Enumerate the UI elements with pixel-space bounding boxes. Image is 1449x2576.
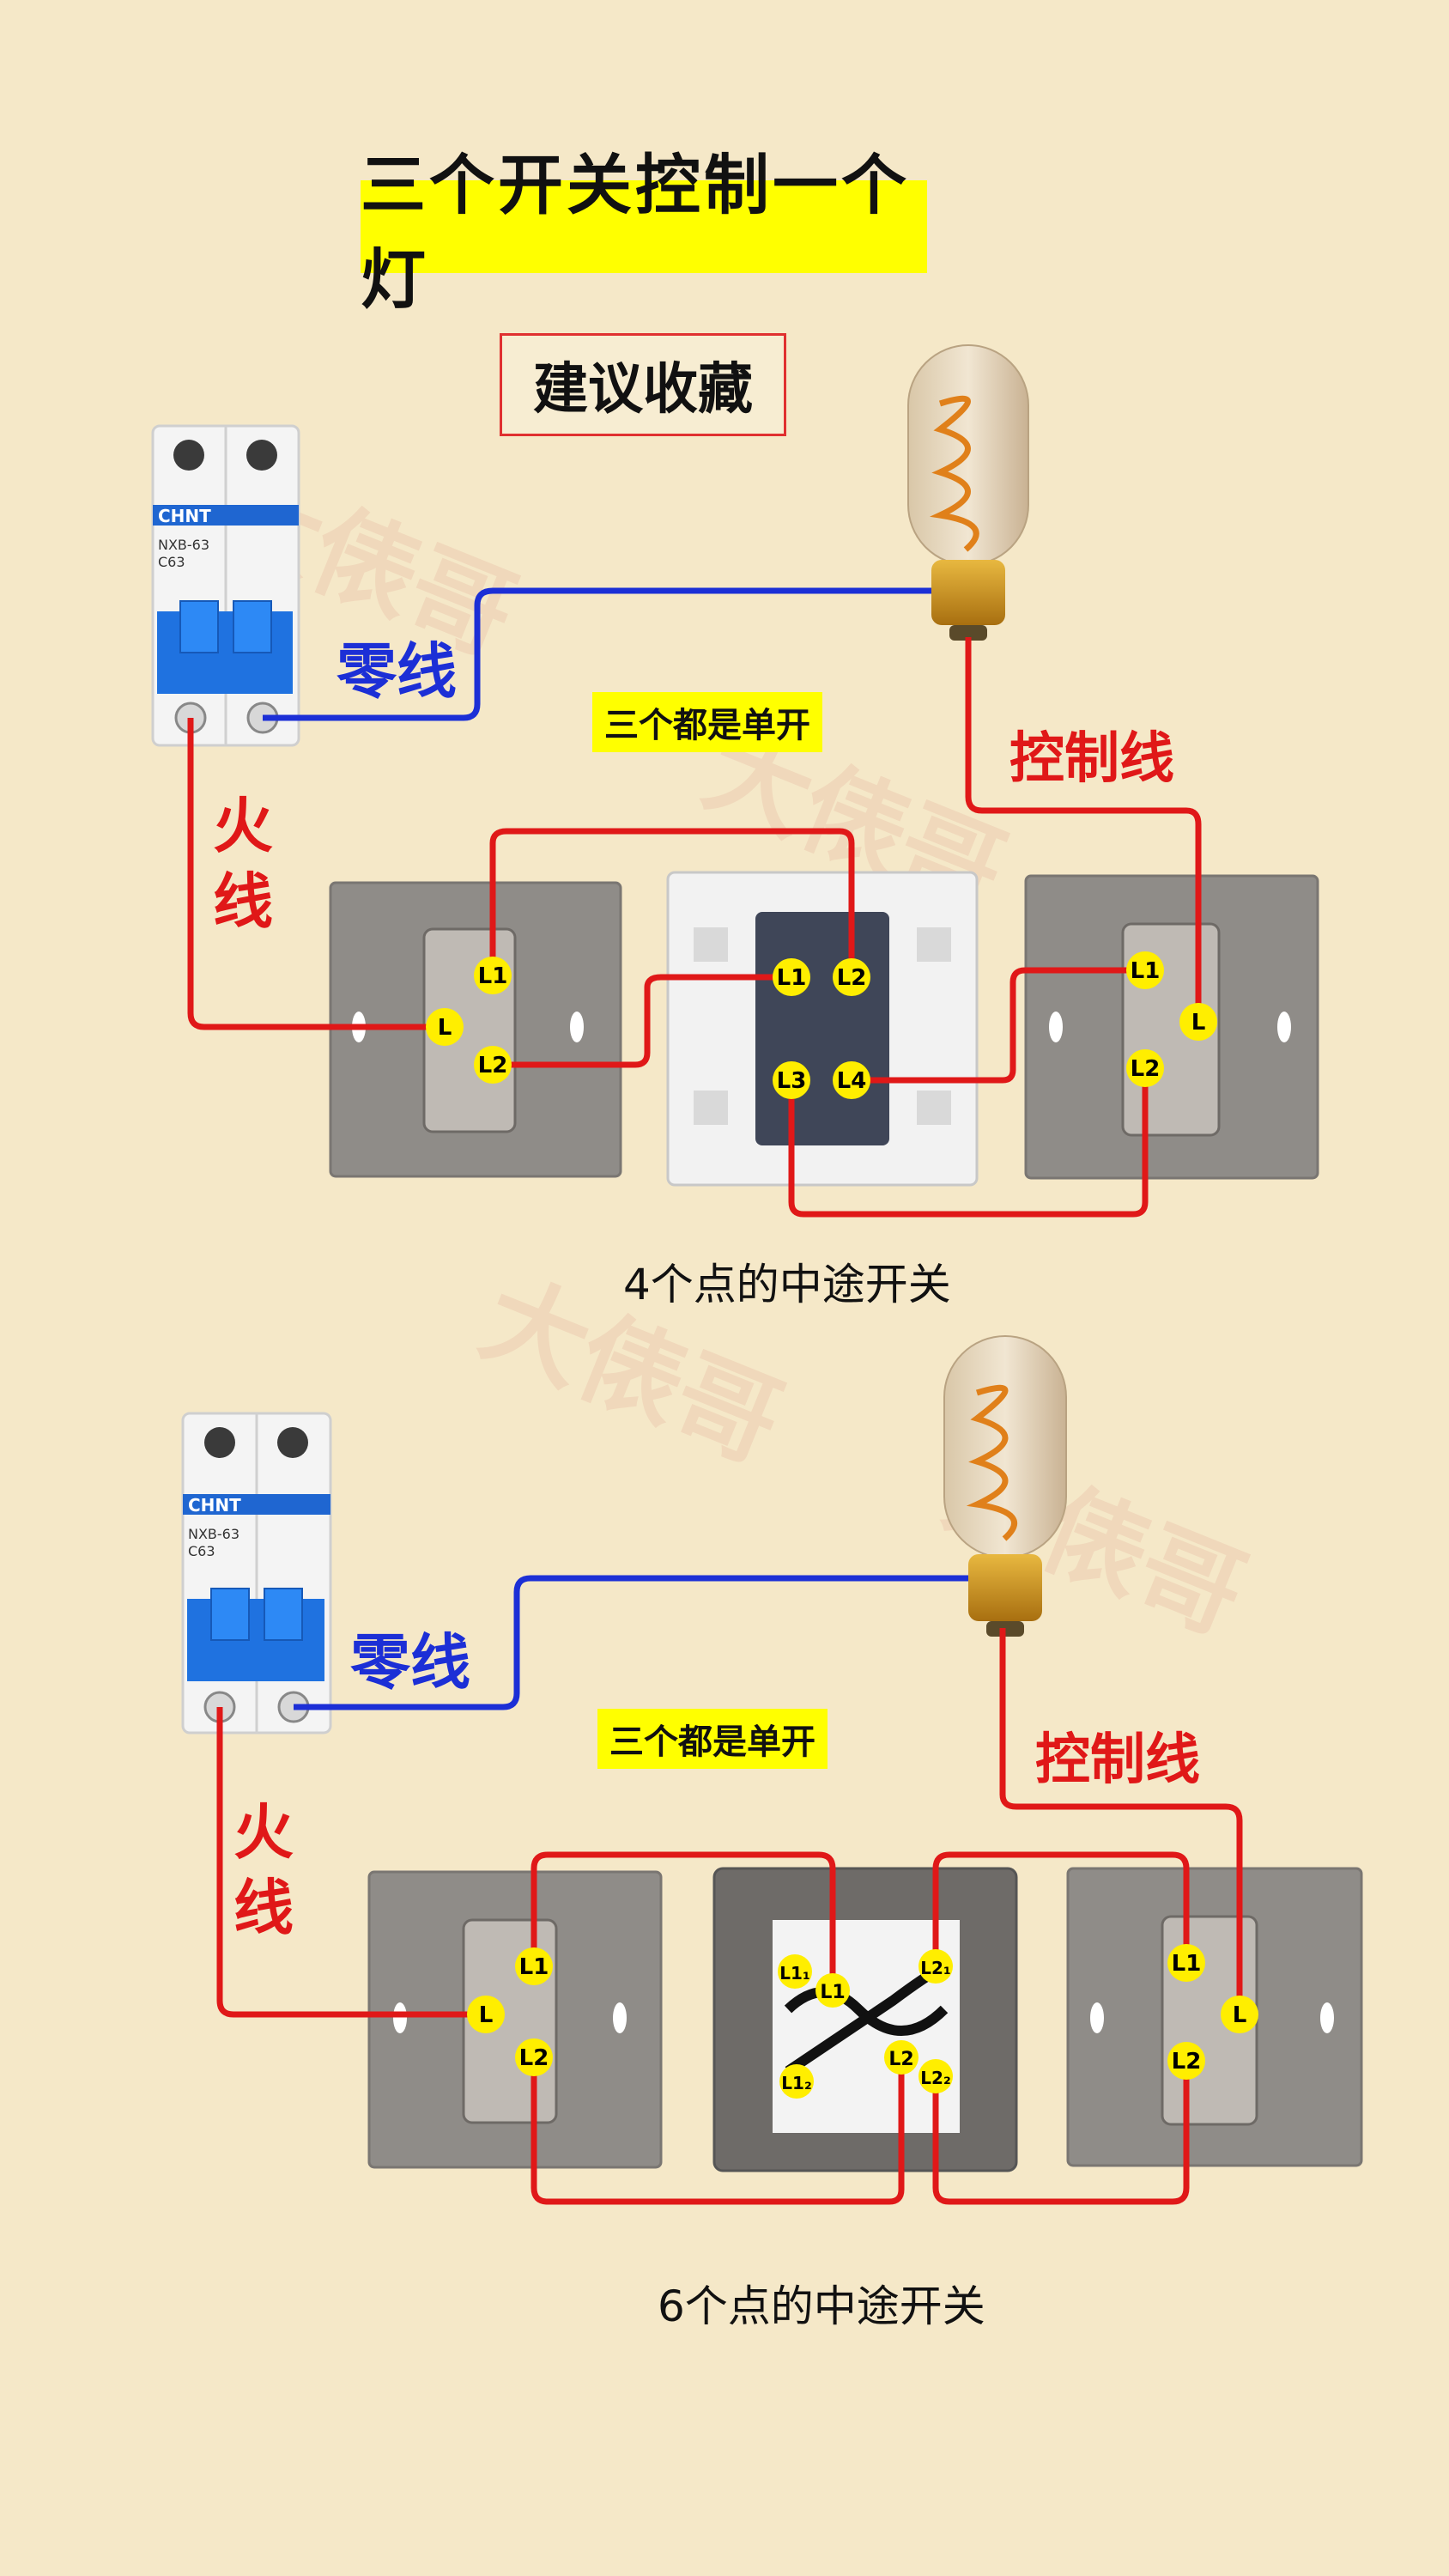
terminal-label: L2₂ [920,2068,950,2088]
terminal-label: L2 [478,1053,508,1078]
live-label: 火线 [213,791,273,937]
terminal-label: L3 [777,1068,807,1094]
intermediate-switch-4pt [666,871,979,1187]
circuit-breaker: CHNT NXB-63 C63 [151,424,300,747]
control-label: 控制线 [1009,727,1174,791]
neutral-label: 零线 [350,1627,470,1698]
terminal-label: L1 [820,1982,845,2003]
save-note: 建议收藏 [500,333,786,436]
terminal-label: L [479,2002,494,2028]
all-single-note: 三个都是单开 [597,1709,828,1769]
diagram-caption: 6个点的中途开关 [658,2281,985,2331]
terminal-label: L [1233,2002,1247,2028]
switch-3 [1066,1867,1363,2167]
terminal-label: L [1191,1010,1206,1036]
light-bulb [907,344,1029,641]
breaker-brand: CHNT [188,1495,241,1516]
breaker-model: NXB-63 [158,537,209,553]
breaker-rating: C63 [158,554,185,570]
light-bulb [943,1335,1067,1637]
control-label: 控制线 [1035,1728,1200,1792]
terminal-label: L2 [1172,2049,1202,2075]
page-title: 三个开关控制一个灯 [361,147,927,318]
breaker-rating: C63 [188,1543,215,1559]
terminal-label: L2 [888,2049,913,2070]
breaker-brand: CHNT [158,506,211,526]
all-single-note: 三个都是单开 [592,692,822,752]
neutral-label: 零线 [336,636,457,707]
terminals-1: L1 L L2 L1 L2 L3 L4 L1 L L2 [426,951,1217,1099]
terminal-label: L1 [519,1954,549,1980]
breaker-model: NXB-63 [188,1526,239,1542]
terminal-label: L1₂ [781,2073,811,2093]
terminal-label: L1 [1131,958,1161,984]
live-label: 火线 [233,1797,294,1943]
switch-1 [367,1870,663,2169]
terminals-2: L1 L L2 L1₁ L1 L2₁ L1₂ L2 L2₂ L1 L L2 [467,1944,1258,2099]
terminal-label: L2₁ [920,1958,950,1978]
diagram-2: CHNT NXB-63 C63 [181,1335,1363,2205]
terminal-label: L2 [519,2045,549,2071]
switch-3 [1024,874,1319,1180]
neutral-wire-1 [263,587,931,721]
terminal-label: L1 [777,965,807,991]
terminal-label: L1₁ [779,1963,809,1984]
live-wires-1 [187,637,1202,1218]
diagram-1: CHNT NXB-63 C63 [151,344,1319,1218]
neutral-wire-2 [294,1575,968,1710]
terminal-label: L2 [1131,1056,1161,1082]
terminal-label: L1 [1172,1951,1202,1977]
terminal-label: L4 [837,1068,867,1094]
circuit-breaker: CHNT NXB-63 C63 [181,1412,332,1735]
terminal-label: L1 [478,963,508,989]
live-wires-2 [216,1628,1243,2205]
terminal-label: L2 [837,965,867,991]
terminal-label: L [438,1015,452,1041]
intermediate-switch-6pt [712,1867,1018,2172]
diagram-caption: 4个点的中途开关 [623,1260,951,1309]
